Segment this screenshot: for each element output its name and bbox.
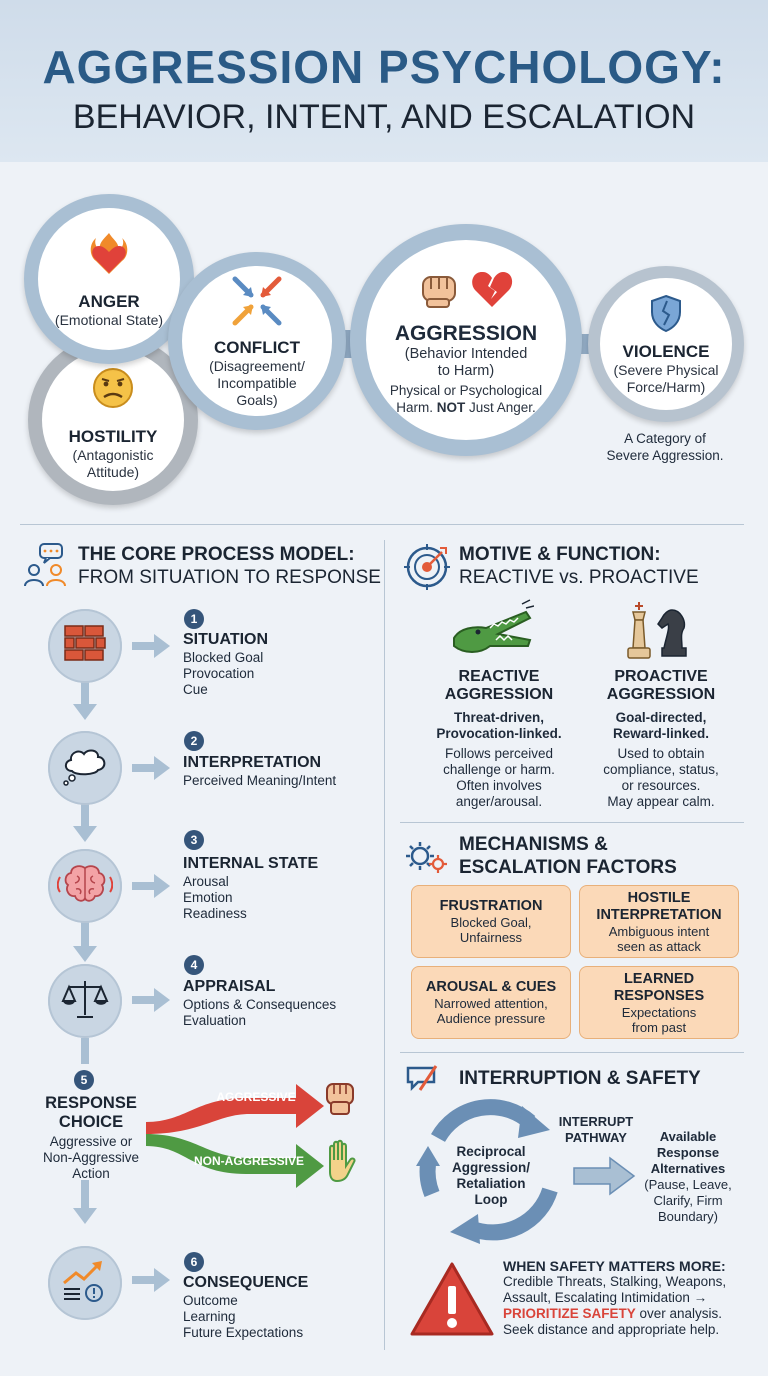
process-side-arrows [132, 634, 170, 1292]
motive-subtitle: REACTIVE vs. PROACTIVE [459, 567, 699, 588]
broken-heart-icon [469, 265, 515, 316]
loop-label: Reciprocal Aggression/ Retaliation Loop [451, 1144, 530, 1207]
step6-details: Outcome Learning Future Expectations [183, 1293, 304, 1340]
safety-warning-text: WHEN SAFETY MATTERS MORE: Credible Threa… [503, 1258, 727, 1337]
divider-right-2 [400, 1052, 744, 1053]
violence-note: A Category of Severe Aggression. [606, 431, 724, 463]
step6-circle [48, 1246, 122, 1320]
step3-number: 3 [184, 830, 204, 850]
crocodile-icon [450, 598, 535, 665]
factor-arousal-cues: AROUSAL & CUES Narrowed attention, Audie… [411, 966, 571, 1039]
header-band [0, 0, 768, 162]
sad-face-icon [91, 366, 135, 415]
step3-details: Arousal Emotion Readiness [183, 874, 247, 921]
factor-learned-responses: LEARNED RESPONSES Expectations from past [579, 966, 739, 1039]
aggression-note2: Harm. NOT Just Anger. [396, 399, 536, 415]
aggression-sub2: to Harm) [437, 362, 495, 379]
hostility-sub2: Attitude) [86, 463, 140, 480]
people-chat-icon [22, 542, 70, 593]
mechanisms-title2: ESCALATION FACTORS [459, 857, 677, 878]
page-title: AGGRESSION PSYCHOLOGY: [42, 41, 726, 93]
warning-icon [408, 1260, 496, 1345]
brick-wall-icon [63, 624, 107, 669]
aggression-note1: Physical or Psychological [389, 382, 543, 398]
proactive-block: PROACTIVE AGGRESSION Goal-directed, Rewa… [603, 668, 719, 809]
step1-details: Blocked Goal Provocation Cue [183, 650, 264, 697]
step4-details: Options & Consequences Evaluation [183, 997, 337, 1028]
process-flow-arrows [73, 678, 97, 1224]
violence-bubble: VIOLENCE (Severe Physical Force/Harm) [588, 266, 744, 422]
conflict-label: CONFLICT [214, 338, 300, 357]
conflict-bubble: CONFLICT (Disagreement/ Incompatible Goa… [168, 252, 346, 430]
branch-non-aggressive-label: NON-AGGRESSIVE [193, 1154, 304, 1168]
step1-title: SITUATION [183, 631, 269, 648]
step4-circle [48, 964, 122, 1038]
step6-title: CONSEQUENCE [183, 1274, 309, 1291]
step5-block: RESPONSE CHOICE Aggressive or Non-Aggres… [42, 1094, 140, 1181]
conflict-sub1: (Disagreement/ [209, 358, 305, 374]
process-title: THE CORE PROCESS MODEL: [78, 544, 355, 565]
hostility-sub: (Antagonistic [72, 446, 154, 463]
step2-number: 2 [184, 731, 204, 751]
aggression-bubble: AGGRESSION (Behavior Intended to Harm) P… [350, 224, 582, 456]
chess-pieces-icon [622, 598, 692, 669]
scales-icon [61, 977, 109, 1026]
step3-circle [48, 849, 122, 923]
factor-hostile-interpretation: HOSTILE INTERPRETATION Ambiguous intent … [579, 885, 739, 958]
anger-sub: (Emotional State) [54, 312, 164, 328]
alternatives-block: Available Response Alternatives (Pause, … [644, 1129, 732, 1224]
motive-title: MOTIVE & FUNCTION: [459, 544, 661, 565]
converging-arrows-icon [229, 273, 285, 334]
conflict-sub3: Goals) [236, 392, 278, 408]
step1-circle [48, 609, 122, 683]
trend-warning-icon [60, 1259, 110, 1308]
violence-sub2: Force/Harm) [626, 378, 706, 395]
response-branches [146, 1084, 324, 1188]
anger-label: ANGER [78, 292, 140, 311]
open-hand-icon [320, 1138, 360, 1189]
aggression-sub1: (Behavior Intended [404, 345, 528, 362]
reactive-block: REACTIVE AGGRESSION Threat-driven, Provo… [436, 668, 562, 809]
process-subtitle: FROM SITUATION TO RESPONSE [78, 567, 381, 588]
divider-vertical [384, 540, 385, 1350]
divider-right-1 [400, 822, 744, 823]
retaliation-loop-arrows [416, 1099, 558, 1244]
gears-icon [404, 834, 450, 883]
step4-number: 4 [184, 955, 204, 975]
violence-label: VIOLENCE [622, 341, 710, 361]
violence-sub1: (Severe Physical [613, 361, 719, 378]
raised-fist-icon [320, 1076, 360, 1123]
step3-title: INTERNAL STATE [183, 855, 319, 872]
step4-title: APPRAISAL [183, 978, 276, 995]
step5-number: 5 [74, 1070, 94, 1090]
step2-circle [48, 731, 122, 805]
broken-shield-icon [647, 293, 685, 338]
interrupt-arrow [573, 1156, 636, 1196]
step6-number: 6 [184, 1252, 204, 1272]
step1-number: 1 [184, 609, 204, 629]
aggression-label: AGGRESSION [394, 321, 538, 345]
divider-top [20, 524, 744, 525]
interrupt-pathway-label: INTERRUPT PATHWAY [558, 1114, 634, 1145]
aggression-icons [417, 265, 515, 316]
thought-bubble-icon [60, 745, 110, 792]
flaming-heart-icon [84, 229, 134, 284]
branch-aggressive-label: AGGRESSIVE [216, 1090, 296, 1104]
mechanisms-title1: MECHANISMS & [459, 834, 608, 855]
brain-icon [56, 862, 114, 911]
step2-title: INTERPRETATION [183, 754, 322, 771]
factor-frustration: FRUSTRATION Blocked Goal, Unfairness [411, 885, 571, 958]
step2-detail: Perceived Meaning/Intent [183, 773, 337, 788]
conflict-sub2: Incompatible [217, 375, 297, 391]
fist-icon [417, 265, 463, 316]
interrupt-icon [406, 1064, 446, 1097]
hostility-label: HOSTILITY [68, 426, 158, 446]
page-subtitle: BEHAVIOR, INTENT, AND ESCALATION [72, 98, 696, 136]
safety-title: INTERRUPTION & SAFETY [459, 1068, 701, 1089]
target-icon [404, 544, 450, 595]
